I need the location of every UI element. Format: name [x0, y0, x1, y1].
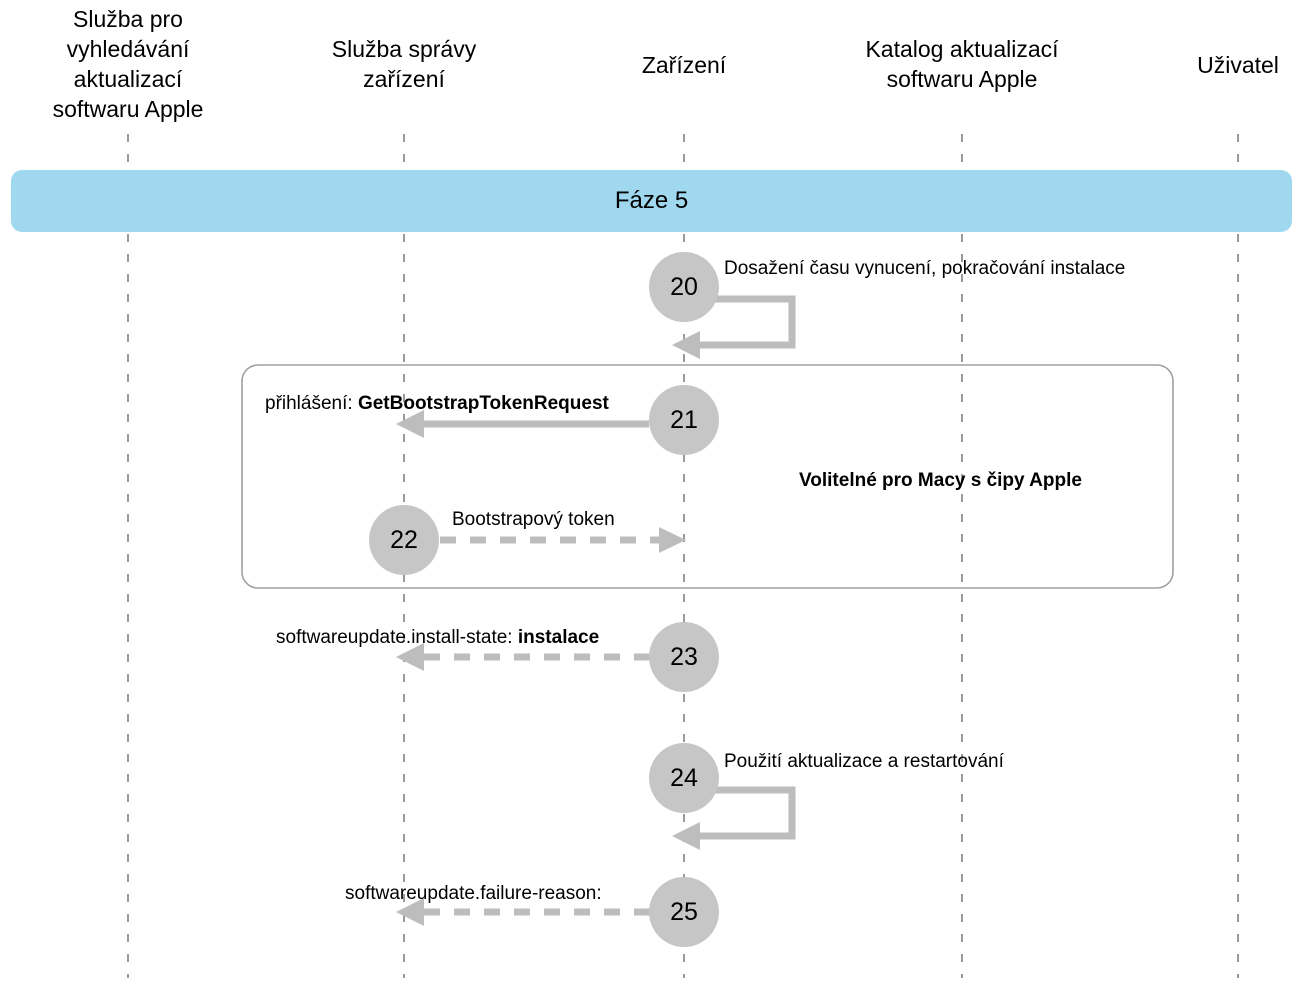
step-circle-24: [649, 743, 719, 813]
lifeline-heading-device: Zařízení: [641, 52, 727, 78]
lifeline-heading-user: Uživatel: [1197, 52, 1279, 78]
lifeline-heading-catalog: Katalog aktualizací softwaru Apple: [865, 36, 1059, 92]
lifeline-headings: Služba pro vyhledávání aktualizací softw…: [0, 0, 1303, 140]
note-box: [241, 364, 1174, 589]
step-circle-21: [649, 385, 719, 455]
step-circle-20: [649, 252, 719, 322]
step-circle-25: [649, 877, 719, 947]
step-circle-22: [369, 505, 439, 575]
step-23-arrow: [396, 643, 650, 671]
step-24-arrow: [672, 786, 796, 850]
phase-banner: [11, 170, 1292, 232]
step-circle-23: [649, 622, 719, 692]
step-22-arrow: [440, 527, 686, 553]
lifeline-heading-mdm: Služba správy zařízení: [331, 36, 477, 92]
lifeline-heading-asus: Služba pro vyhledávání aktualizací softw…: [52, 6, 204, 122]
step-21-arrow: [396, 410, 649, 438]
step-25-arrow: [396, 898, 650, 926]
step-20-arrow: [672, 295, 796, 359]
